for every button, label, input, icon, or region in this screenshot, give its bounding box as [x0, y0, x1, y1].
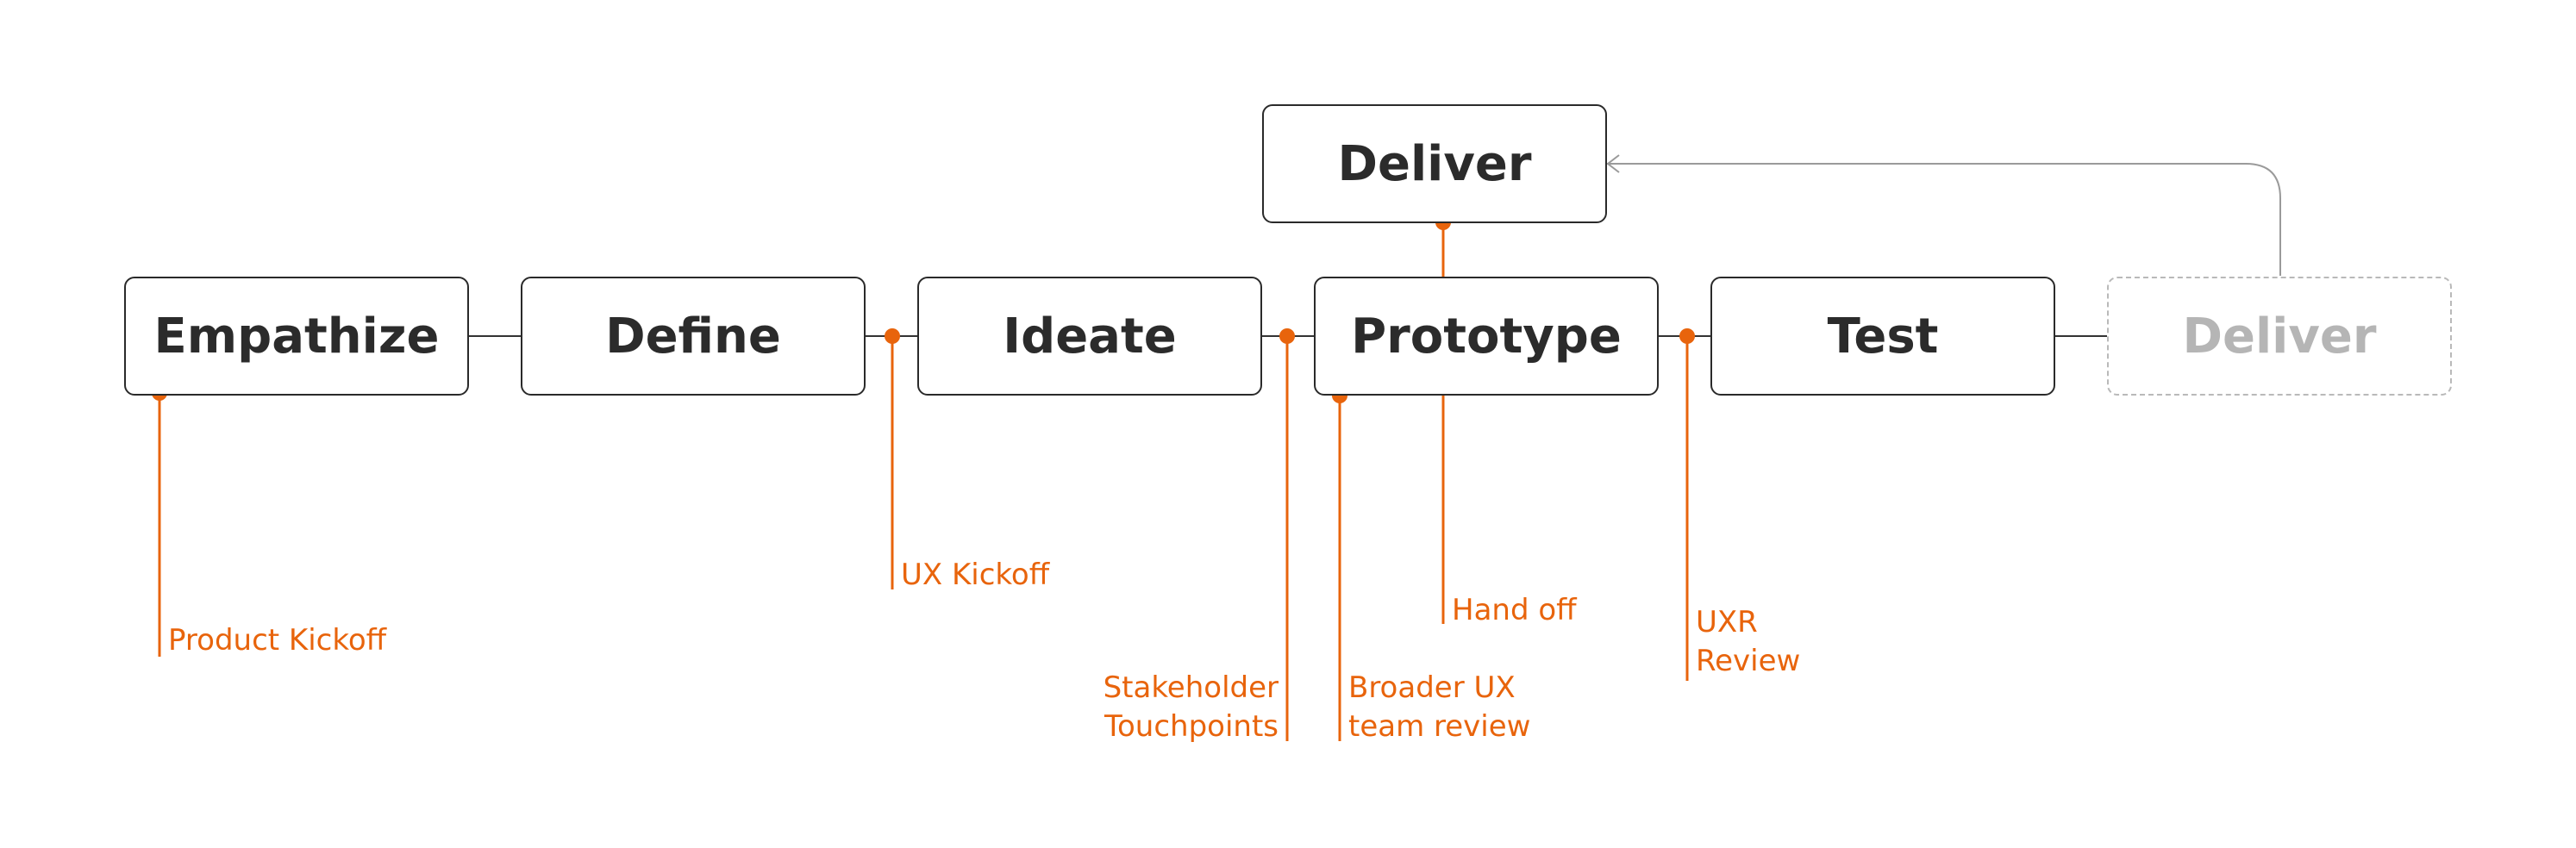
milestone-broader-ux-line2: team review [1348, 709, 1531, 744]
loop-arrow-head [1606, 154, 1620, 173]
stage-empathize: Empathize [124, 277, 469, 396]
milestone-uxr-review: UXR Review [1696, 603, 1800, 681]
milestone-hand-off-text: Hand off [1452, 593, 1577, 627]
stage-deliver-next: Deliver [2107, 277, 2452, 396]
stage-test-label: Test [1827, 308, 1939, 365]
stage-ideate-label: Ideate [1003, 308, 1177, 365]
milestone-ux-kickoff: UX Kickoff [901, 556, 1049, 595]
stage-test: Test [1710, 277, 2055, 396]
milestone-product-kickoff: Product Kickoff [168, 621, 386, 660]
milestone-dot-stakeholder [1279, 328, 1295, 344]
milestone-broader-ux-line1: Broader UX [1348, 670, 1516, 705]
milestone-stakeholder-line2: Touchpoints [1104, 709, 1279, 744]
stage-deliver-next-label: Deliver [2182, 308, 2377, 365]
stage-define-label: Define [605, 308, 781, 365]
milestone-uxr-review-line1: UXR [1696, 605, 1758, 639]
loop-arrow-line [1607, 163, 2281, 276]
milestone-dot-uxr [1679, 328, 1695, 344]
stage-deliver-top-label: Deliver [1337, 135, 1532, 192]
milestone-stakeholder: Stakeholder Touchpoints [1104, 669, 1279, 746]
stage-define: Define [521, 277, 866, 396]
stage-empathize-label: Empathize [153, 308, 440, 365]
milestone-broader-ux: Broader UX team review [1348, 669, 1530, 746]
stage-prototype-label: Prototype [1351, 308, 1622, 365]
milestone-ux-kickoff-text: UX Kickoff [901, 558, 1050, 592]
stage-prototype: Prototype [1314, 277, 1659, 396]
stage-deliver-top: Deliver [1262, 104, 1607, 223]
milestone-product-kickoff-text: Product Kickoff [168, 623, 387, 658]
stage-ideate: Ideate [917, 277, 1262, 396]
milestone-stakeholder-line1: Stakeholder [1103, 670, 1279, 705]
milestone-hand-off: Hand off [1452, 591, 1577, 630]
milestone-uxr-review-line2: Review [1696, 644, 1801, 678]
milestone-dot-ux-kickoff [885, 328, 900, 344]
